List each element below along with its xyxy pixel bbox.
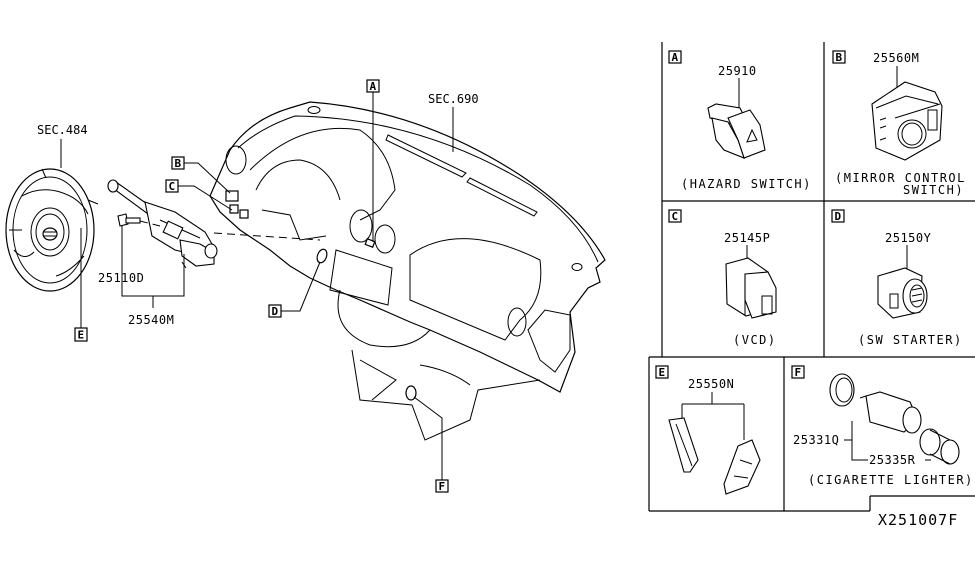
sec484-label: SEC.484 [37,123,88,137]
panel-f-key: F [795,366,802,379]
caption-sw-starter: (SW STARTER) [858,333,963,347]
lighter-plug [919,428,960,465]
panel-a[interactable]: A 25910 (HAZARD SWITCH) [668,50,812,191]
part-number-25335r: 25335R [869,453,916,467]
detail-panel-grid [648,42,975,512]
callout-f[interactable]: F [413,396,449,493]
part-number-25560m: 25560M [873,51,919,65]
caption-cigarette-lighter: (CIGARETTE LIGHTER) [808,473,974,487]
callout-d[interactable]: D [268,261,321,318]
caption-vcd: (VCD) [733,333,777,347]
panel-c-key: C [672,210,679,223]
caption-mirror-control-line2: SWITCH) [903,183,964,197]
bolt[interactable] [117,213,141,227]
part-number-25331q: 25331Q [793,433,839,447]
drawing-code: X251007F [878,511,958,529]
caption-hazard-switch: (HAZARD SWITCH) [681,177,812,191]
svg-text:F: F [439,480,446,493]
sec690-label: SEC.690 [428,92,479,106]
part-number-25110d: 25110D [98,271,144,285]
panel-d[interactable]: D 25150Y (SW STARTER) [831,209,963,347]
part-number-25540m: 25540M [128,313,174,327]
hazard-triangle-icon [746,128,758,143]
panel-d-key: D [835,210,842,223]
caption-mirror-control-line1: (MIRROR CONTROL [835,171,966,185]
callout-b[interactable]: B [171,156,231,194]
panel-b-key: B [836,51,843,64]
emblem-icon [42,227,58,241]
panel-b[interactable]: B 25560M (MIRROR CONTROL SWITCH) [832,50,966,197]
svg-text:C: C [169,180,176,193]
starter-switch [877,267,928,319]
steering-switch-right [723,439,761,495]
hazard-switch [707,103,766,159]
part-number-25910: 25910 [718,64,757,78]
combination-switch[interactable] [107,179,218,269]
mirror-control-switch [871,81,943,161]
svg-text:D: D [272,305,279,318]
panel-f[interactable]: F 25331Q 25335R (CIGARETTE LIGHTER) [791,365,974,487]
part-number-25150y: 25150Y [885,231,932,245]
panel-c[interactable]: C 25145P (VCD) [668,209,777,347]
part-number-25145p: 25145P [724,231,770,245]
panel-a-key: A [672,51,679,64]
svg-text:E: E [78,329,85,342]
svg-text:B: B [175,157,182,170]
steering-wheel[interactable] [5,168,99,292]
lighter-socket [859,391,922,434]
callout-e[interactable]: E [74,327,88,342]
panel-e[interactable]: E 25550N [655,365,761,495]
svg-text:A: A [370,80,377,93]
callout-c[interactable]: C [165,179,233,211]
instrument-panel[interactable] [209,101,606,441]
callout-a[interactable]: A [366,79,380,242]
part-number-25550n: 25550N [688,377,734,391]
vcd-switch [725,257,777,319]
steering-switch-left [668,417,699,473]
lighter-ring [829,373,855,407]
panel-e-key: E [659,366,666,379]
